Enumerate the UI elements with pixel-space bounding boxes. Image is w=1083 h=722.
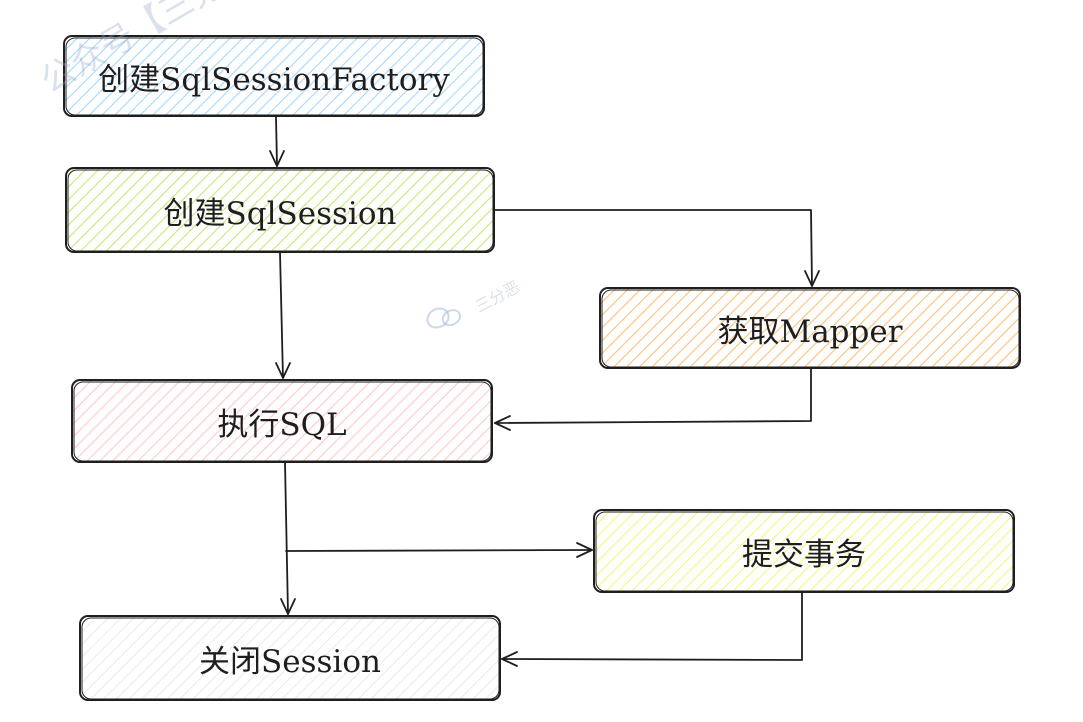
node-box-factory bbox=[63, 35, 485, 117]
wechat-icon bbox=[426, 307, 462, 329]
node-box-session bbox=[65, 167, 495, 253]
node-box-close bbox=[79, 615, 501, 701]
edge-factory-to-session bbox=[269, 116, 285, 167]
edge-commit-to-close bbox=[501, 592, 803, 667]
node-box-commit bbox=[593, 509, 1015, 593]
edge-sql-to-close bbox=[280, 462, 296, 615]
edge-session-to-sql bbox=[275, 252, 291, 379]
edge-sql-to-commit bbox=[285, 542, 593, 558]
edge-mapper-to-sql bbox=[494, 368, 812, 431]
node-box-mapper bbox=[599, 287, 1021, 369]
node-box-sql bbox=[71, 379, 493, 463]
edge-session-to-mapper bbox=[494, 209, 820, 287]
